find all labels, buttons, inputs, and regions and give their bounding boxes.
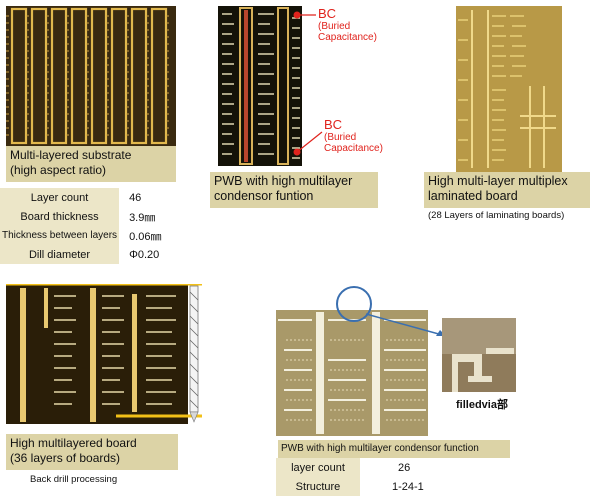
photo-filled-via-inset <box>442 318 516 392</box>
inset-label: filledvia部 <box>456 399 508 411</box>
table-row: Thickness between layers 0.06㎜ <box>0 226 163 245</box>
photo-multilayer-substrate <box>6 6 176 146</box>
spec-value: 3.9㎜ <box>129 211 156 224</box>
photo-back-drill-board <box>6 284 202 424</box>
spec-label: Dill diameter <box>0 245 120 264</box>
table-row: Dill diameter Φ0.20 <box>0 245 163 264</box>
caption-line: laminated board <box>428 189 518 203</box>
spec-label: layer count <box>276 458 360 477</box>
caption-line: (high aspect ratio) <box>10 163 107 177</box>
table-row: layer count 26 <box>276 458 426 477</box>
spec-label: Thickness between layers <box>0 226 120 245</box>
bc-title: BC <box>324 117 343 132</box>
spec-value: 1-24-1 <box>392 480 424 493</box>
spec-value: 0.06㎜ <box>129 230 162 243</box>
caption-line: PWB with high multilayer <box>214 174 353 188</box>
table-row: Board thickness 3.9㎜ <box>0 207 163 226</box>
spec-label: Board thickness <box>0 207 120 226</box>
table-row: Layer count 46 <box>0 188 163 207</box>
caption-laminated-board: High multi-layer multiplex laminated boa… <box>424 172 590 208</box>
spec-table-substrate: Layer count 46 Board thickness 3.9㎜ Thic… <box>0 188 178 264</box>
drill-bit-icon <box>189 285 199 423</box>
bc-line: (Buried <box>318 21 351 32</box>
zoom-highlight-ring <box>336 286 372 322</box>
bc-line: Capacitance) <box>324 143 383 154</box>
spec-value: Φ0.20 <box>129 248 160 261</box>
zoom-pointer-arrow <box>364 310 454 340</box>
bc-line: Capacitance) <box>318 32 377 43</box>
bc-line: (Buried <box>324 132 357 143</box>
bc-title: BC <box>318 6 337 21</box>
bc-label-bottom: BC (Buried Capacitance) <box>324 117 383 155</box>
caption-line: (36 layers of boards) <box>10 451 121 465</box>
caption-buried-capacitance-pwb: PWB with high multilayer condensor funti… <box>210 172 378 208</box>
spec-value: 26 <box>398 461 411 474</box>
note-laminated-board: (28 Layers of laminating boards) <box>428 210 565 221</box>
spec-label: Layer count <box>0 188 120 207</box>
spec-label: Structure <box>276 477 360 496</box>
spec-table-condensor: layer count 26 Structure 1-24-1 <box>276 458 426 496</box>
caption-multilayer-substrate: Multi-layered substrate (high aspect rat… <box>6 146 176 182</box>
caption-line: High multilayered board <box>10 436 137 450</box>
caption-condensor-pwb: PWB with high multilayer condensor funct… <box>278 440 510 458</box>
caption-line: condensor funtion <box>214 189 314 203</box>
photo-laminated-board <box>456 6 562 172</box>
photo-buried-capacitance-pwb <box>218 6 302 166</box>
spec-value: 46 <box>129 191 142 204</box>
note-back-drill: Back drill processing <box>30 474 118 485</box>
caption-back-drill-board: High multilayered board (36 layers of bo… <box>6 434 178 470</box>
caption-line: Multi-layered substrate <box>10 148 132 162</box>
table-row: Structure 1-24-1 <box>276 477 426 496</box>
caption-line: High multi-layer multiplex <box>428 174 568 188</box>
bc-label-top: BC (Buried Capacitance) <box>318 6 377 44</box>
